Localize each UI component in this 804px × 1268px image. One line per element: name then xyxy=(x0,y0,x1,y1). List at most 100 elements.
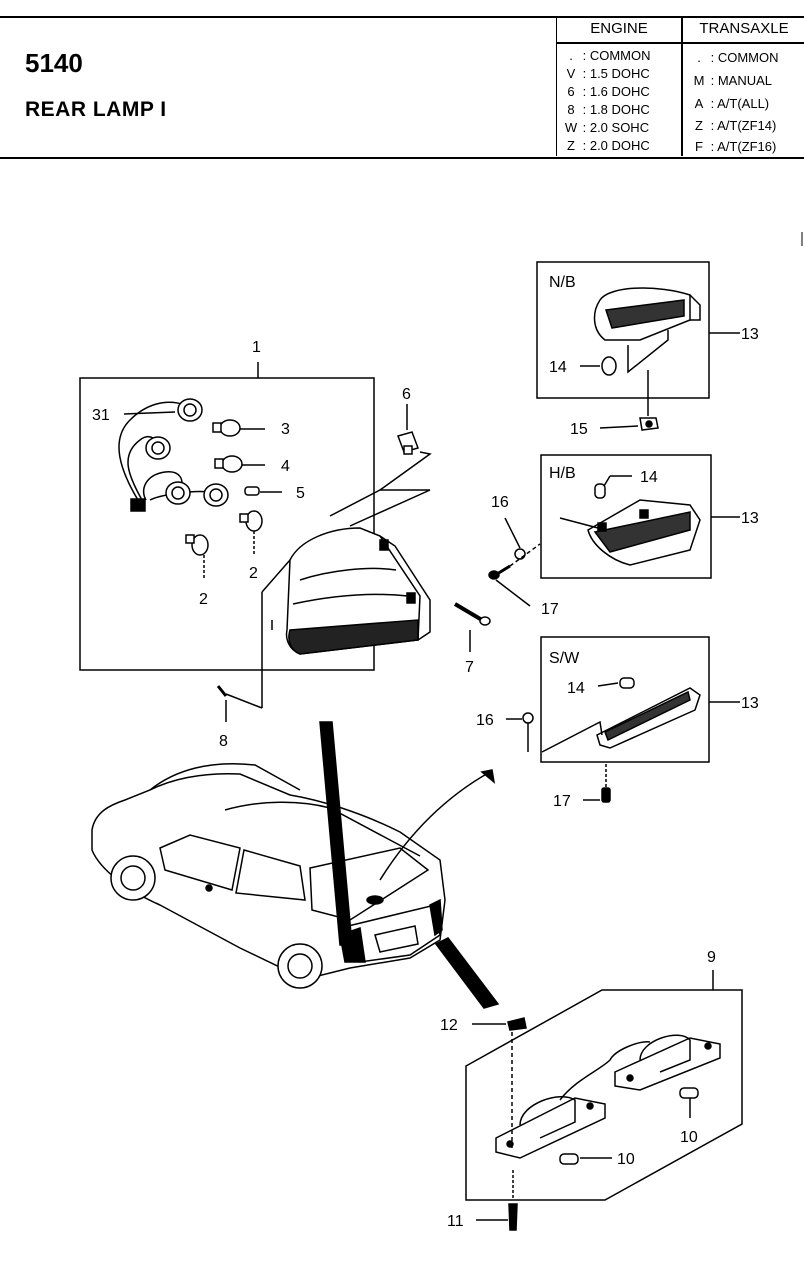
clip-6 xyxy=(397,431,419,455)
transaxle-row: Z : A/T(ZF14) xyxy=(695,118,777,133)
spec-table-divider xyxy=(681,18,683,156)
leader-line xyxy=(509,543,541,567)
engine-row: V : 1.5 DOHC xyxy=(566,66,650,81)
engine-row: 8 : 1.8 DOHC xyxy=(567,102,650,117)
plate-lamp-right xyxy=(614,1034,721,1091)
leader-line xyxy=(603,475,611,487)
callout-7: 7 xyxy=(465,659,474,676)
callout-10-left: 10 xyxy=(617,1151,635,1168)
callout-12: 12 xyxy=(440,1017,458,1034)
plate-lamp-left xyxy=(495,1095,606,1159)
plate-bulb-10-left xyxy=(559,1153,579,1165)
callout-10-right: 10 xyxy=(680,1129,698,1146)
engine-row: W : 2.0 SOHC xyxy=(564,120,650,135)
engine-heading: ENGINE xyxy=(590,20,648,37)
callout-14-hb: 14 xyxy=(640,469,658,486)
leader-line xyxy=(379,451,432,491)
bulb-5 xyxy=(244,486,260,496)
lamp-assembly-frame xyxy=(79,377,375,671)
sw-screw-17 xyxy=(601,764,611,803)
variant-label-hb: H/B xyxy=(549,465,576,482)
callout-3: 3 xyxy=(281,421,290,438)
transaxle-row: F : A/T(ZF16) xyxy=(695,139,777,154)
callout-17-sw: 17 xyxy=(553,793,571,810)
vehicle-outline xyxy=(91,762,446,989)
leader-line xyxy=(599,425,639,429)
callout-13-sw: 13 xyxy=(741,695,759,712)
plate-lamp-wire xyxy=(559,1041,651,1101)
header-bottom-rule xyxy=(0,157,804,159)
bulb-3 xyxy=(212,419,241,437)
leader-line xyxy=(261,559,291,593)
variant-label-sw: S/W xyxy=(549,650,580,667)
screw-7 xyxy=(453,602,491,626)
leader-line xyxy=(495,579,531,607)
callout-14-nb: 14 xyxy=(549,359,567,376)
exploded-parts-diagram: 1 31 3 4 5 2 2 6 7 8 16 17 N/B 13 14 15 … xyxy=(79,232,803,1231)
header: 5140 REAR LAMP I ENGINE TRANSAXLE . : CO… xyxy=(0,0,804,160)
nb-bulb-14 xyxy=(601,356,617,376)
leader-line xyxy=(225,693,263,709)
callout-17-hb: 17 xyxy=(541,601,559,618)
hb-stop-lamp xyxy=(587,499,701,566)
callout-9: 9 xyxy=(707,949,716,966)
hb-bulb-14 xyxy=(594,483,606,499)
screw-8 xyxy=(216,685,228,722)
callout-5: 5 xyxy=(296,485,305,502)
callout-13-nb: 13 xyxy=(741,326,759,343)
leader-line xyxy=(541,720,603,753)
leader-line xyxy=(627,330,669,374)
sw-variant-frame xyxy=(540,636,710,763)
engine-row: . : COMMON xyxy=(569,48,651,63)
plate-bulb-10-right xyxy=(679,1087,699,1099)
transaxle-row: . : COMMON xyxy=(697,50,779,65)
transaxle-heading: TRANSAXLE xyxy=(699,20,789,37)
spec-table-header-rule xyxy=(557,42,804,44)
engine-row: Z : 2.0 DOHC xyxy=(567,138,650,153)
leader-line xyxy=(597,682,619,687)
callout-2-left: 2 xyxy=(199,591,208,608)
callout-8: 8 xyxy=(219,733,228,750)
tail-lamp-lens xyxy=(285,527,431,655)
callout-15: 15 xyxy=(570,421,588,438)
sw-stop-lamp xyxy=(596,687,701,749)
transaxle-row: A : A/T(ALL) xyxy=(694,96,770,111)
screw-17 xyxy=(488,564,511,580)
sw-grommet-16 xyxy=(522,712,534,724)
pointer-wedge-plate xyxy=(434,937,500,1009)
bulb-2-left xyxy=(185,534,209,556)
callout-2-right: 2 xyxy=(249,565,258,582)
nb-variant-frame xyxy=(536,261,710,399)
grommet-16 xyxy=(514,548,526,560)
sw-bulb-14 xyxy=(619,677,635,689)
callout-13-hb: 13 xyxy=(741,510,759,527)
callout-14-sw: 14 xyxy=(567,680,585,697)
page-title: REAR LAMP I xyxy=(25,98,167,121)
callout-16-sw: 16 xyxy=(476,712,494,729)
leader-line xyxy=(123,411,176,415)
callout-6: 6 xyxy=(402,386,411,403)
callout-11: 11 xyxy=(447,1213,464,1230)
wiring-harness xyxy=(118,398,229,512)
variant-label-nb: N/B xyxy=(549,274,576,291)
pointer-wedge-lamp xyxy=(319,721,353,946)
callout-4: 4 xyxy=(281,458,290,475)
callout-1: 1 xyxy=(252,339,261,356)
clip-12 xyxy=(507,1017,527,1031)
pointer-wedge-stop-lamp xyxy=(480,769,496,784)
screw-11 xyxy=(508,1170,518,1231)
leader-line xyxy=(329,489,431,527)
pointer-line-stop-lamp xyxy=(379,771,491,881)
header-top-rule xyxy=(0,16,804,18)
callout-16-hb: 16 xyxy=(491,494,509,511)
spec-table: ENGINE TRANSAXLE . : COMMON V : 1.5 DOHC… xyxy=(556,18,804,156)
transaxle-row: M : MANUAL xyxy=(693,73,773,88)
callout-31: 31 xyxy=(92,407,110,424)
nb-stop-lamp xyxy=(593,287,701,341)
group-code: 5140 xyxy=(25,48,83,78)
leader-line xyxy=(504,517,521,549)
nut-15 xyxy=(639,417,659,431)
plate-lamp-frame xyxy=(465,989,743,1201)
bulb-2-right xyxy=(239,510,263,532)
bulb-4 xyxy=(214,455,243,473)
